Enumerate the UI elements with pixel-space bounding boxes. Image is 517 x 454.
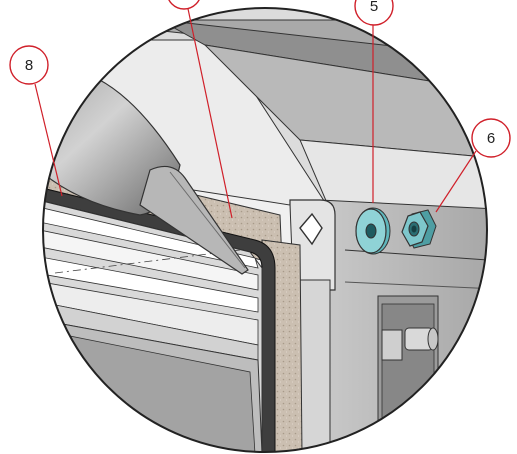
callout-5: 5 [354, 0, 394, 203]
hex-nut-icon [401, 209, 437, 249]
detail-circle-outline [42, 7, 488, 453]
flat-washer-icon [355, 207, 391, 255]
callout-5-label: 5 [370, 0, 378, 15]
callout-8-label: 8 [25, 57, 33, 74]
callout-6-label: 6 [487, 130, 495, 147]
callout-6: 6 [435, 118, 511, 213]
callout-7 [168, 0, 233, 219]
callout-8: 8 [9, 45, 63, 197]
